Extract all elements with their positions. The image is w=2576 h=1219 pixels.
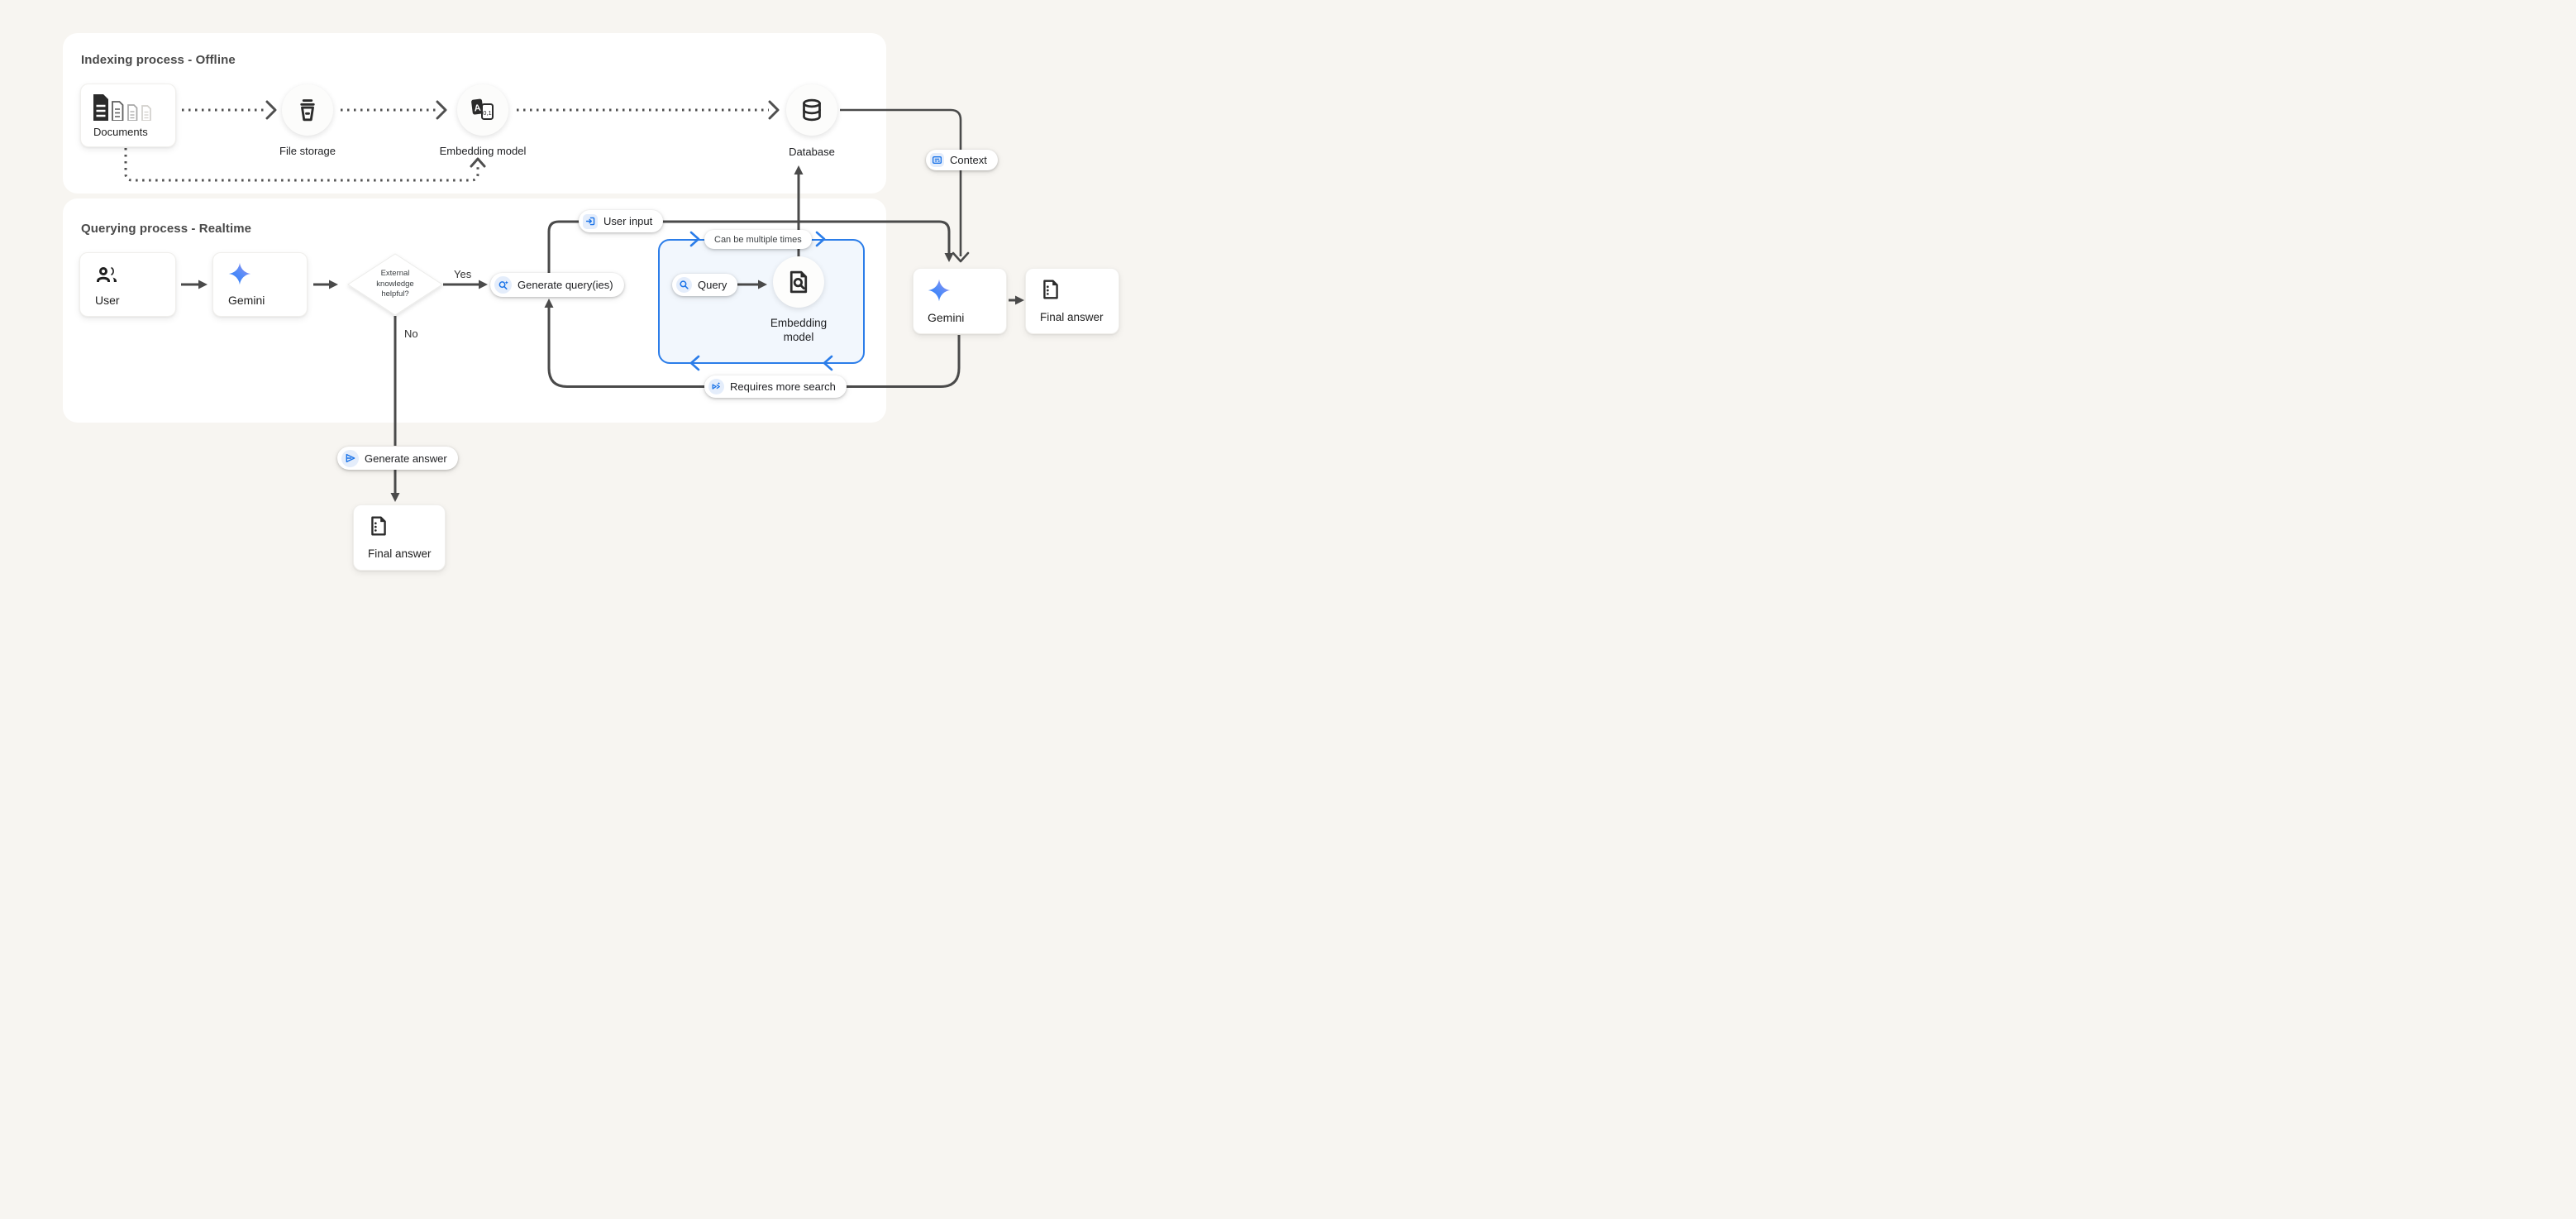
decision-line1: External <box>380 269 410 278</box>
arrowhead-down-icon <box>390 493 400 502</box>
final-answer-bottom-node: Final answer <box>353 504 446 571</box>
embedding-loop-line1: Embedding <box>770 317 828 329</box>
decision-text: External knowledge helpful? <box>347 269 443 300</box>
user-node: User <box>79 252 176 317</box>
requires-more-search-label: Requires more search <box>730 380 836 393</box>
generate-answer-label: Generate answer <box>365 452 447 465</box>
user-people-icon <box>95 264 118 289</box>
embedding-model-node: A 0,1 <box>457 84 508 136</box>
database-label: Database <box>789 146 835 158</box>
requires-more-search-pill: Requires more search <box>704 375 847 398</box>
loop-note-label: Can be multiple times <box>714 234 802 245</box>
text-to-vector-icon: A 0,1 <box>471 98 494 120</box>
decision-line2: knowledge <box>376 279 414 289</box>
documents-stack-icon <box>93 94 160 125</box>
input-icon <box>583 213 598 229</box>
documents-label: Documents <box>93 126 148 138</box>
arrowhead-down-icon <box>944 253 954 262</box>
svg-text:A: A <box>474 103 481 114</box>
final-answer-right-node: Final answer <box>1025 268 1119 334</box>
query-label: Query <box>698 279 727 291</box>
rag-architecture-diagram: Indexing process - Offline Querying proc… <box>0 0 1288 610</box>
querying-panel-title: Querying process - Realtime <box>81 222 252 236</box>
query-pill: Query <box>672 274 738 296</box>
document-icon <box>1040 279 1061 304</box>
context-pill-label: Context <box>950 154 987 166</box>
documents-node: Documents <box>80 84 176 147</box>
gemini-spark-icon <box>228 262 251 289</box>
send-icon <box>341 449 359 467</box>
user-input-pill: User input <box>579 210 664 232</box>
document-icon <box>368 515 389 541</box>
generate-queries-label: Generate query(ies) <box>518 279 613 291</box>
database-node <box>786 84 837 136</box>
retrieval-loop-box <box>658 239 865 364</box>
user-input-label: User input <box>603 215 653 227</box>
document-search-icon <box>789 270 808 294</box>
gemini-right-label: Gemini <box>928 311 965 324</box>
context-pill: Context <box>926 150 998 170</box>
gemini-spark-icon <box>928 279 951 306</box>
embedding-model-loop-label: Embedding model <box>770 316 827 344</box>
arrowhead-right-icon <box>1015 295 1024 305</box>
final-answer-bottom-label: Final answer <box>368 547 432 560</box>
loop-note-pill: Can be multiple times <box>704 230 812 249</box>
search-icon <box>676 277 692 293</box>
context-article-icon <box>930 153 944 167</box>
file-storage-label: File storage <box>279 145 336 157</box>
embedding-loop-line2: model <box>783 331 814 343</box>
yes-label: Yes <box>454 268 472 280</box>
gemini-right-node: Gemini <box>913 268 1007 334</box>
gemini-label: Gemini <box>228 294 265 307</box>
no-label: No <box>404 327 418 340</box>
generate-answer-pill: Generate answer <box>337 447 458 470</box>
query-spark-icon <box>494 276 512 294</box>
database-icon <box>803 98 821 122</box>
arrowhead-down-icon <box>952 251 970 263</box>
gemini-node: Gemini <box>212 252 308 317</box>
indexing-panel-title: Indexing process - Offline <box>81 53 236 67</box>
generate-queries-pill: Generate query(ies) <box>490 273 624 297</box>
user-label: User <box>95 294 120 307</box>
bucket-icon <box>300 99 315 122</box>
decision-line3: helpful? <box>381 289 409 299</box>
embedding-model-loop-node <box>773 256 824 308</box>
branch-spark-icon <box>708 379 724 394</box>
embedding-model-label: Embedding model <box>439 145 527 157</box>
svg-text:0,1: 0,1 <box>483 109 491 117</box>
final-answer-right-label: Final answer <box>1040 311 1104 323</box>
file-storage-node <box>282 84 333 136</box>
